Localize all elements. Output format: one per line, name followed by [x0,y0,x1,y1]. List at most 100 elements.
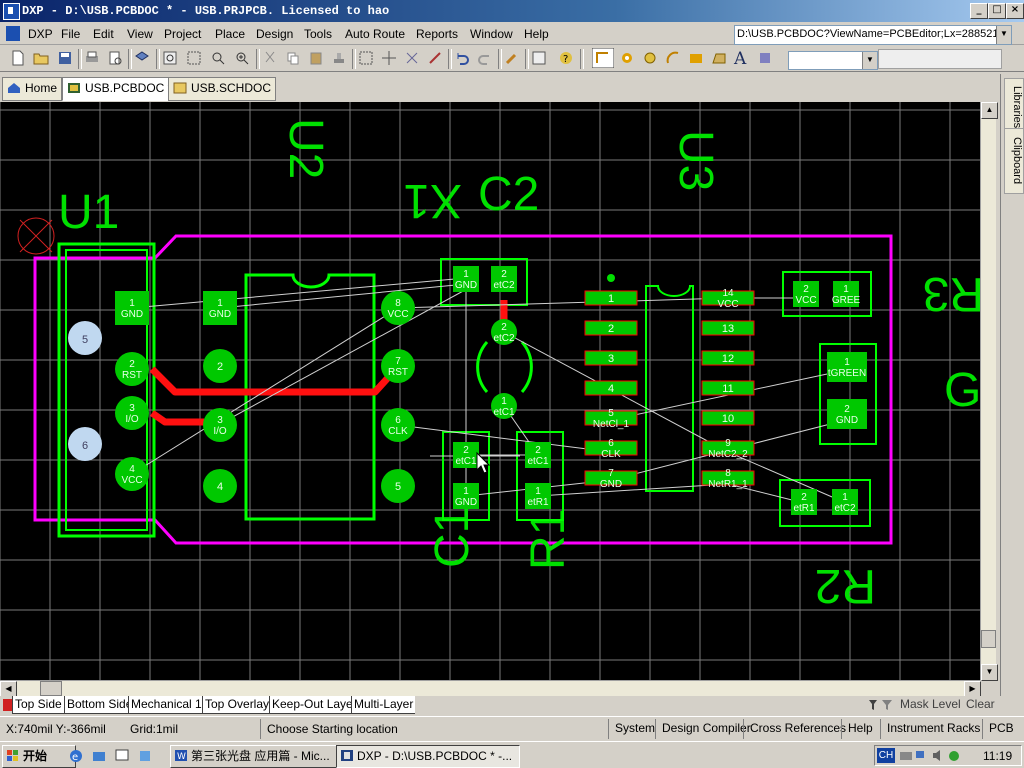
u3-pad[interactable] [584,440,638,456]
place-fill-icon[interactable] [688,50,704,66]
u3-pad[interactable] [701,470,755,486]
u3-pad[interactable] [701,290,755,306]
r1-pad[interactable] [525,442,551,468]
scroll-left-button[interactable]: ◀ [0,681,17,698]
menu-edit[interactable]: Edit [93,27,114,41]
start-button[interactable]: 开始 [2,745,76,768]
tab-usb-schdoc[interactable]: USB.SCHDOC [168,77,277,101]
new-document-icon[interactable] [10,50,26,66]
component-browse-icon[interactable] [531,50,547,66]
task-word-document[interactable]: W 第三张光盘 应用篇 - Mic... [170,745,354,768]
u2-pad[interactable] [381,291,415,325]
network-tray-icon[interactable] [915,748,929,763]
mask-level-button[interactable]: Mask Level [900,697,961,711]
layer-tab-top-overlay[interactable]: Top Overlay [202,696,272,714]
x1-pad[interactable] [491,393,517,419]
menu-project[interactable]: Project [164,27,202,41]
interactive-routing-icon[interactable] [592,48,614,68]
u2-pad[interactable] [203,469,237,503]
u1-pad-4[interactable] [115,457,149,491]
rubber-stamp-icon[interactable] [331,50,347,66]
undo-icon[interactable] [454,50,470,66]
menu-place[interactable]: Place [215,27,246,41]
cut-icon[interactable] [262,50,278,66]
save-icon[interactable] [57,50,73,66]
u1-pad-2[interactable] [115,352,149,386]
u3-pad[interactable] [701,380,755,396]
app-quicklaunch-icon[interactable] [137,748,153,764]
u2-pad[interactable] [203,349,237,383]
g-pad[interactable] [827,399,867,429]
filter-icon[interactable] [866,698,896,712]
u3-pad[interactable] [584,380,638,396]
dxp-menu-icon[interactable] [6,26,20,41]
menu-file[interactable]: File [61,27,81,41]
r3-pad[interactable] [833,281,859,307]
u1-pad-1[interactable] [115,291,149,325]
place-via-icon[interactable] [642,50,658,66]
print-preview-icon[interactable] [107,50,123,66]
close-button[interactable]: × [1006,3,1024,19]
horizontal-scrollbar[interactable]: ◀ ▶ [0,680,981,698]
panel-pcb[interactable]: PCB [982,719,1014,739]
panel-system[interactable]: System [608,719,655,739]
desktop-quicklaunch-icon[interactable] [114,748,130,764]
menu-view[interactable]: View [127,27,153,41]
task-dxp[interactable]: DXP - D:\USB.PCBDOC * -... [336,745,520,768]
panel-help[interactable]: Help [841,719,873,739]
menu-dxp[interactable]: DXP [28,27,53,41]
x1-pad[interactable] [491,319,517,345]
c2-pad[interactable] [491,266,517,292]
pcb-canvas[interactable]: U1 U2 X1 C2 U3 R3 G C1 R1 R2 [0,102,980,680]
help-icon[interactable]: ? [558,50,574,66]
maximize-button[interactable]: □ [988,3,1006,19]
cross-probe-icon[interactable] [504,50,520,66]
pcb-drawing[interactable]: U1 U2 X1 C2 U3 R3 G C1 R1 R2 [0,102,980,680]
dxp-app-icon[interactable] [3,3,20,20]
minimize-button[interactable]: _ [970,3,988,19]
r2-pad[interactable] [832,489,858,515]
u2-pad[interactable] [203,408,237,442]
r3-pad[interactable] [793,281,819,307]
layer-tab-bottom-side[interactable]: Bottom Side [64,696,135,714]
copy-icon[interactable] [285,50,301,66]
speaker-tray-icon[interactable] [931,748,945,763]
zoom-area-icon[interactable] [186,50,202,66]
chevron-down-icon[interactable]: ▼ [862,52,877,69]
select-area-icon[interactable] [358,50,374,66]
move-icon[interactable] [381,50,397,66]
c1-pad[interactable] [453,483,479,509]
deselect-icon[interactable] [404,50,420,66]
menu-reports[interactable]: Reports [416,27,459,41]
zoom-selected-icon[interactable] [210,50,226,66]
u2-pad[interactable] [381,349,415,383]
u3-pad[interactable] [701,410,755,426]
zoom-fit-icon[interactable] [162,50,178,66]
layer-tab-top-side[interactable]: Top Side [12,696,64,714]
redo-icon[interactable] [477,50,493,66]
address-field[interactable]: D:\USB.PCBDOC?ViewName=PCBEditor;Lx=2885… [734,25,1012,45]
c1-pad[interactable] [453,442,479,468]
u1-mounting-hole[interactable] [68,427,102,461]
u3-pad[interactable] [701,350,755,366]
vertical-scroll-thumb[interactable] [981,630,996,648]
ie-quicklaunch-icon[interactable]: e [68,748,84,764]
menu-window[interactable]: Window [470,27,513,41]
menu-tools[interactable]: Tools [304,27,333,41]
scroll-up-button[interactable]: ▲ [981,102,998,119]
r1-pad[interactable] [525,483,551,509]
menu-design[interactable]: Design [256,27,294,41]
u1-pad-3[interactable] [115,396,149,430]
keyboard-tray-icon[interactable] [899,748,913,763]
layer-stack-icon[interactable] [134,50,150,66]
toolbar-blank-field[interactable] [878,49,1002,69]
tab-usb-pcbdoc[interactable]: USB.PCBDOC * [62,77,178,101]
place-polygon-icon[interactable] [711,50,727,66]
u2-pad[interactable] [203,291,237,325]
g-pad[interactable] [827,352,867,382]
menu-help[interactable]: Help [524,27,549,41]
u2-pad[interactable] [381,408,415,442]
u1-mounting-hole[interactable] [68,321,102,355]
u3-pad[interactable] [584,470,638,486]
u3-pad[interactable] [584,320,638,336]
